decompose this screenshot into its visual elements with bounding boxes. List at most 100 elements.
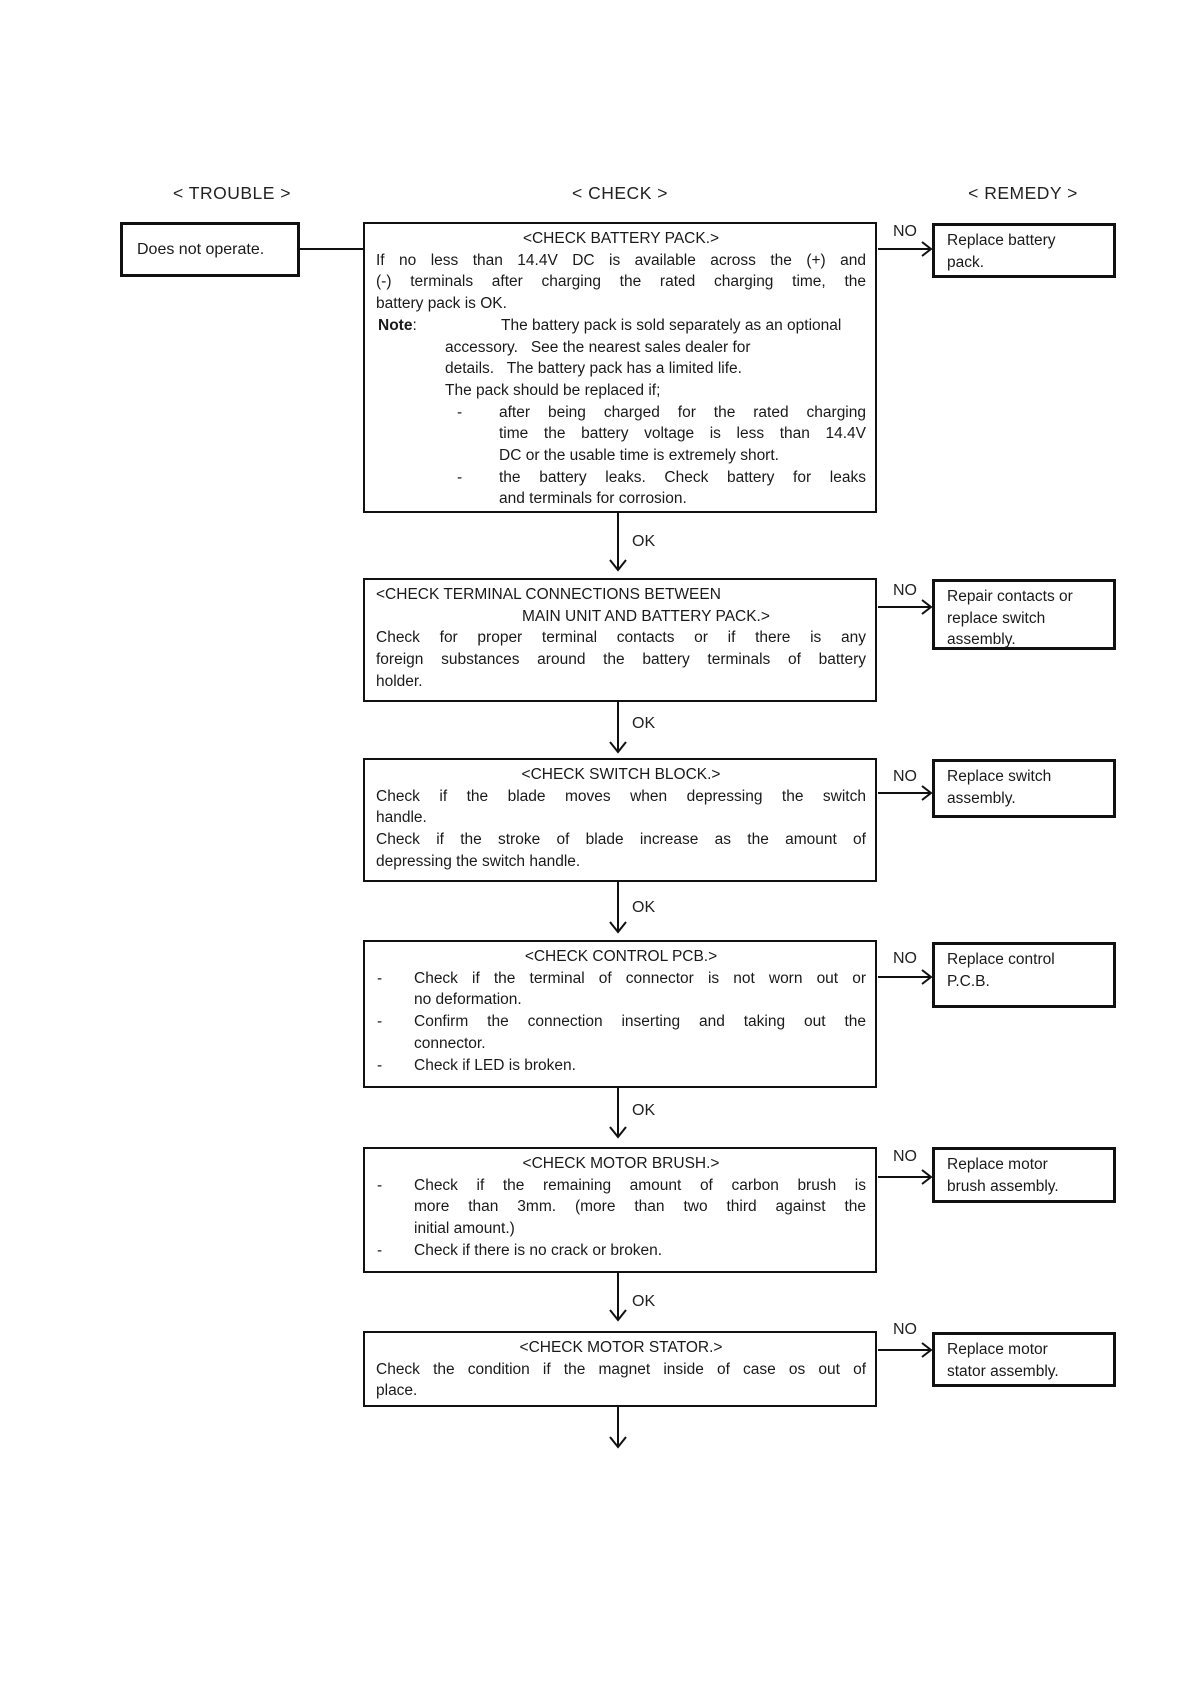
arrow-right-icon (878, 1169, 933, 1185)
text-line: Replace motor (947, 1341, 1048, 1358)
text-line: more than 3mm. (more than two third agai… (414, 1198, 866, 1216)
column-header-check: < CHECK > (572, 183, 668, 203)
text-line: Check if the remaining amount of carbon … (414, 1176, 866, 1194)
text-line: Check for proper terminal contacts or if… (376, 629, 866, 647)
text-line: Check if the terminal of connector is no… (414, 969, 866, 987)
text-line: Check if the blade moves when depressing… (376, 787, 866, 805)
ok-label: OK (632, 1102, 656, 1119)
dash-marker: - (377, 969, 383, 987)
dash-marker: - (457, 403, 463, 421)
text-line: The pack should be replaced if; (445, 381, 661, 399)
ok-label: OK (632, 715, 656, 732)
text-line: Check if LED is broken. (414, 1056, 576, 1074)
no-label: NO (893, 1321, 917, 1338)
text-line: Confirm the connection inserting and tak… (414, 1013, 866, 1031)
text-line: Check if the stroke of blade increase as… (376, 831, 866, 849)
text-line: assembly. (947, 631, 1016, 649)
arrow-down-icon (609, 1273, 627, 1322)
bullet-item: - after being charged for the rated char… (457, 402, 866, 467)
text-line: the battery leaks. Check battery for lea… (499, 468, 866, 486)
ok-label: OK (632, 899, 656, 916)
text-line: connector. (414, 1034, 486, 1052)
arrow-right-icon (878, 599, 933, 615)
column-header-trouble: < TROUBLE > (172, 183, 291, 203)
text-line: and terminals for corrosion. (499, 490, 687, 508)
text-line: Replace switch (947, 768, 1052, 785)
text-line: time the battery voltage is less than 14… (499, 425, 866, 443)
check-title-line2: MAIN UNIT AND BATTERY PACK.> (522, 607, 770, 625)
remedy-box-control-pcb: Replace control P.C.B. (932, 942, 1116, 1008)
check-box-switch-block: <CHECK SWITCH BLOCK.> Check if the blade… (363, 758, 877, 882)
dash-marker: - (377, 1056, 383, 1074)
bullet-item: - the battery leaks. Check battery for l… (457, 467, 866, 510)
no-label: NO (893, 950, 917, 967)
bullet-item: - Check if the remaining amount of carbo… (377, 1175, 866, 1240)
no-label: NO (893, 582, 917, 599)
check-box-motor-stator: <CHECK MOTOR STATOR.> Check the conditio… (363, 1331, 877, 1407)
bullet-item: - Confirm the connection inserting and t… (377, 1011, 866, 1054)
note-block: Note: The battery pack is sold separatel… (376, 315, 866, 402)
check-box-terminal-connections: <CHECK TERMINAL CONNECTIONS BETWEEN MAIN… (363, 578, 877, 702)
arrow-down-icon (609, 513, 627, 572)
bullet-item: - Check if there is no crack or broken. (377, 1240, 866, 1262)
check-box-control-pcb: <CHECK CONTROL PCB.> - Check if the term… (363, 940, 877, 1088)
text-line: Replace motor (947, 1156, 1048, 1173)
remedy-box-contacts: Repair contacts or replace switch assemb… (932, 579, 1116, 650)
check-box-motor-brush: <CHECK MOTOR BRUSH.> - Check if the rema… (363, 1147, 877, 1273)
text-line: If no less than 14.4V DC is available ac… (376, 251, 866, 269)
arrow-down-icon (609, 882, 627, 934)
arrow-right-icon (878, 785, 933, 801)
trouble-label: Does not operate. (137, 240, 265, 258)
remedy-box-motor-stator: Replace motor stator assembly. (932, 1332, 1116, 1387)
text-line: stator assembly. (947, 1362, 1059, 1380)
dash-marker: - (457, 468, 463, 486)
arrow-down-icon (609, 702, 627, 754)
text-line: holder. (376, 672, 423, 690)
text-line: Repair contacts or (947, 588, 1073, 605)
text-line: handle. (376, 809, 427, 827)
arrow-right-icon (878, 969, 933, 985)
check-title: <CHECK BATTERY PACK.> (522, 230, 720, 247)
text-line: foreign substances around the battery te… (376, 651, 866, 669)
trouble-box: Does not operate. (120, 222, 300, 277)
no-label: NO (893, 223, 917, 240)
dash-marker: - (377, 1176, 383, 1194)
text-line: Check if there is no crack or broken. (414, 1241, 663, 1259)
bullet-item: - Check if LED is broken. (377, 1055, 866, 1077)
text-line: DC or the usable time is extremely short… (499, 447, 779, 465)
arrow-down-icon (609, 1088, 627, 1139)
text-line: battery pack is OK. (376, 295, 507, 313)
text-line: initial amount.) (414, 1220, 515, 1238)
text-line: depressing the switch handle. (376, 852, 581, 870)
text-line: Replace control (947, 951, 1055, 968)
check-box-battery-pack: <CHECK BATTERY PACK.> If no less than 14… (363, 222, 877, 513)
dash-marker: - (377, 1241, 383, 1259)
arrow-right-icon (878, 241, 933, 257)
text-line: brush assembly. (947, 1177, 1059, 1195)
text-line: replace switch (947, 609, 1046, 627)
arrow-right-icon (878, 1342, 933, 1358)
text-line: accessory. See the nearest sales dealer … (445, 338, 751, 356)
text-line: pack. (947, 253, 985, 271)
text-line: P.C.B. (947, 972, 990, 990)
text-line: The battery pack is sold separately as a… (501, 316, 842, 334)
text-line: no deformation. (414, 991, 522, 1009)
text-line: after being charged for the rated chargi… (499, 403, 866, 421)
ok-label: OK (632, 533, 656, 550)
text-line: details. The battery pack has a limited … (445, 360, 742, 378)
check-title: <CHECK MOTOR STATOR.> (519, 1339, 723, 1356)
text-line: Replace battery (947, 232, 1056, 249)
trouble-connector-line (300, 248, 363, 250)
ok-label: OK (632, 1293, 656, 1310)
note-label: Note: (378, 316, 417, 334)
bullet-item: - Check if the terminal of connector is … (377, 968, 866, 1011)
check-title: <CHECK TERMINAL CONNECTIONS BETWEEN (376, 586, 721, 603)
text-line: place. (376, 1382, 418, 1400)
remedy-box-motor-brush: Replace motor brush assembly. (932, 1147, 1116, 1203)
dash-marker: - (377, 1013, 383, 1031)
check-title: <CHECK MOTOR BRUSH.> (522, 1155, 720, 1172)
text-line: (-) terminals after charging the rated c… (376, 273, 866, 291)
check-title: <CHECK SWITCH BLOCK.> (521, 766, 721, 783)
remedy-box-battery: Replace battery pack. (932, 223, 1116, 278)
